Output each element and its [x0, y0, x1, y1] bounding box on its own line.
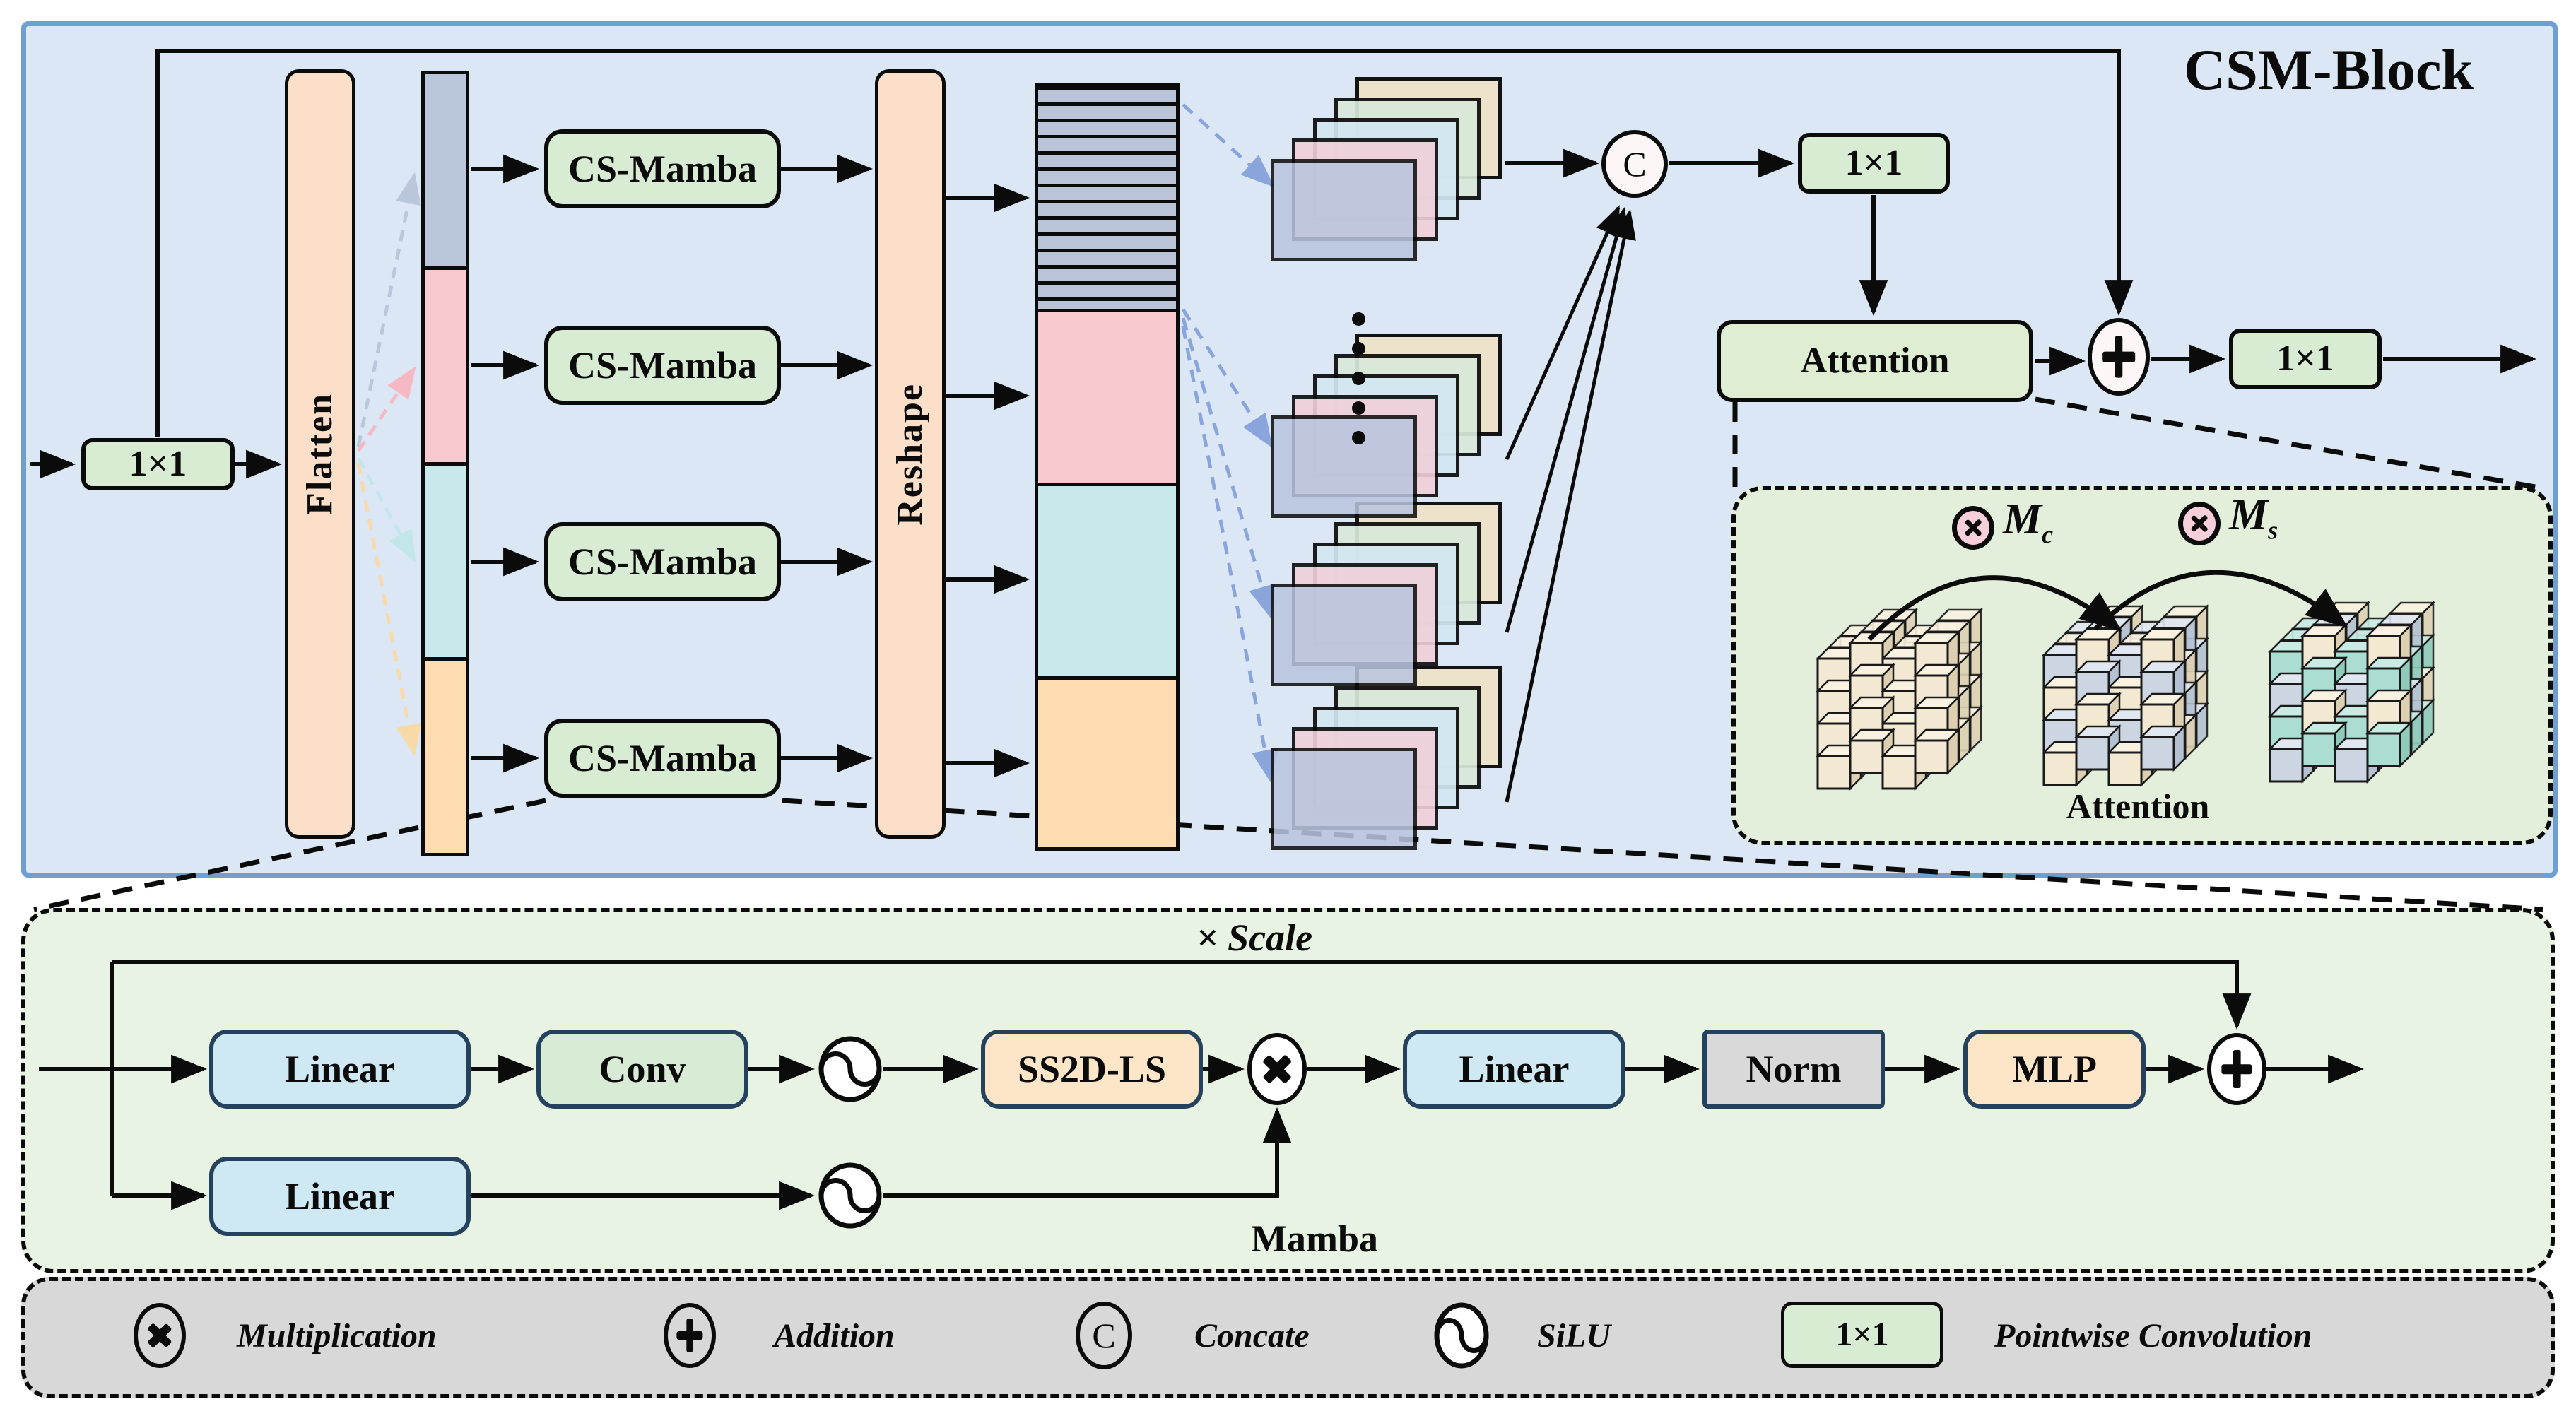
pointwise-conv-mid-box: 1×1 — [1798, 133, 1950, 194]
cs-mamba-box-1: CS-Mamba — [544, 129, 781, 208]
linear-top-box: Linear — [209, 1030, 471, 1109]
pointwise-conv-output-box: 1×1 — [2229, 329, 2382, 389]
segment-peach — [425, 661, 466, 853]
concat-circle: C — [1601, 130, 1668, 198]
pointwise-conv-box-icon: 1×1 — [1781, 1302, 1943, 1368]
linear-gate-box: Linear — [209, 1157, 471, 1236]
segment-cyan — [425, 465, 466, 661]
ellipsis-dot — [1352, 372, 1365, 385]
ss2d-ls-box: SS2D-LS — [981, 1030, 1203, 1109]
feature-map-layer — [1271, 415, 1417, 518]
concat-symbol: C — [1623, 144, 1647, 184]
add-circle-top — [2088, 318, 2150, 396]
flattened-sequence-column — [421, 71, 469, 856]
attention-box: Attention — [1717, 320, 2033, 402]
ellipsis-dot — [1352, 401, 1365, 415]
feature-map-layer — [1271, 748, 1417, 850]
legend-addition-label: Addition — [774, 1316, 895, 1355]
flatten-label: Flatten — [300, 393, 340, 515]
ellipsis-dot — [1352, 312, 1365, 326]
flatten-box: Flatten — [285, 69, 355, 839]
pink-section — [1038, 312, 1176, 486]
legend-pointwise-label: Pointwise Convolution — [1994, 1316, 2312, 1355]
reshape-box: Reshape — [875, 69, 946, 839]
ms-label: Ms — [2229, 491, 2278, 545]
multiply-circle-icon — [134, 1303, 186, 1368]
multiply-circle-ms-icon — [2178, 502, 2221, 545]
legend-bar — [21, 1277, 2555, 1398]
striped-slate-section — [1038, 86, 1176, 312]
cs-mamba-box-3: CS-Mamba — [544, 522, 781, 601]
feature-map-layer — [1271, 584, 1417, 686]
cyan-section — [1038, 486, 1176, 680]
cs-mamba-box-4: CS-Mamba — [544, 719, 781, 798]
linear-out-box: Linear — [1403, 1030, 1625, 1109]
reshaped-feature-column — [1035, 83, 1180, 851]
feature-map-layer — [1271, 159, 1417, 261]
concat-circle-icon: C — [1076, 1302, 1132, 1369]
legend-concate-label: Concate — [1194, 1316, 1310, 1355]
cs-mamba-box-2: CS-Mamba — [544, 326, 781, 405]
scale-label: × Scale — [1196, 916, 1313, 959]
legend-silu-label: SiLU — [1537, 1316, 1611, 1355]
norm-box: Norm — [1702, 1030, 1885, 1109]
multiply-circle-mamba — [1247, 1033, 1307, 1105]
legend-multiplication-label: Multiplication — [237, 1316, 437, 1355]
ellipsis-dot — [1352, 431, 1365, 444]
ellipsis-dot — [1352, 342, 1365, 355]
attention-inset-label: Attention — [2066, 786, 2210, 826]
mc-label: Mc — [2003, 495, 2054, 549]
add-circle-mamba — [2207, 1033, 2266, 1105]
multiply-circle-mc-icon — [1952, 506, 1994, 550]
diagram-title: CSM-Block — [2184, 37, 2474, 102]
peach-section — [1038, 680, 1176, 847]
pointwise-conv-input-box: 1×1 — [81, 438, 235, 490]
reshape-label: Reshape — [890, 382, 930, 526]
mlp-box: MLP — [1963, 1030, 2146, 1109]
plus-circle-icon — [664, 1303, 716, 1368]
mamba-label: Mamba — [1251, 1217, 1378, 1260]
conv-box: Conv — [536, 1030, 748, 1109]
segment-slate — [425, 74, 466, 270]
segment-pink — [425, 269, 466, 466]
